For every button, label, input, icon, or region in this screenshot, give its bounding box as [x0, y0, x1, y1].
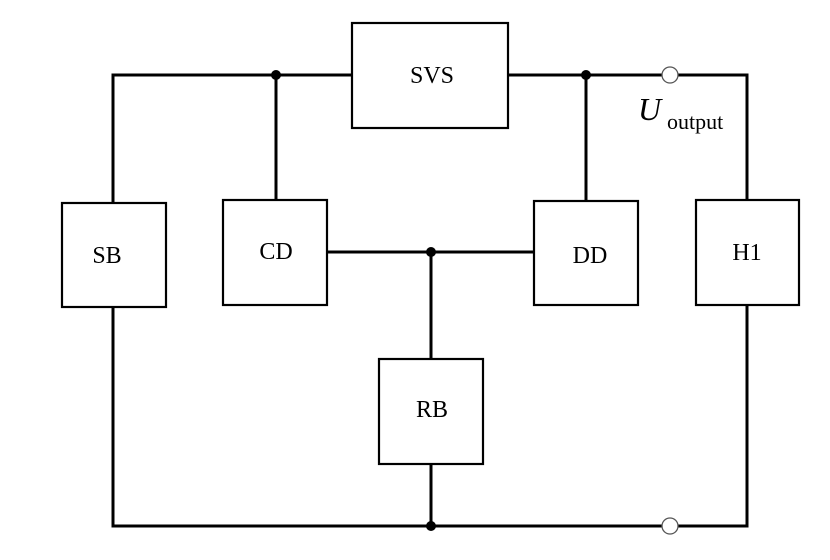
output-voltage-label: U output [638, 91, 723, 134]
output-voltage-subscript: output [667, 109, 723, 134]
block-label-dd: DD [573, 243, 608, 269]
wire-top-right [508, 73, 749, 200]
block-rb: RB [377, 357, 485, 466]
block-dd: DD [532, 199, 640, 307]
block-sb: SB [60, 201, 168, 309]
block-label-sb: SB [92, 243, 121, 269]
output-terminal-top [661, 66, 679, 84]
wire-top-left [111, 73, 352, 203]
junction-dot-top-right [581, 70, 591, 80]
output-voltage-symbol: U [638, 91, 663, 127]
block-label-svs: SVS [410, 63, 454, 89]
junction-dot-bottom [426, 521, 436, 531]
block-label-cd: CD [259, 239, 292, 265]
block-cd: CD [221, 198, 329, 307]
block-label-h1: H1 [732, 240, 761, 266]
block-label-rb: RB [416, 397, 448, 423]
block-h1: H1 [694, 198, 801, 307]
block-svs: SVS [350, 21, 510, 130]
junction-dot-middle [426, 247, 436, 257]
junction-dot-top-left [271, 70, 281, 80]
output-terminal-bottom [661, 517, 679, 535]
